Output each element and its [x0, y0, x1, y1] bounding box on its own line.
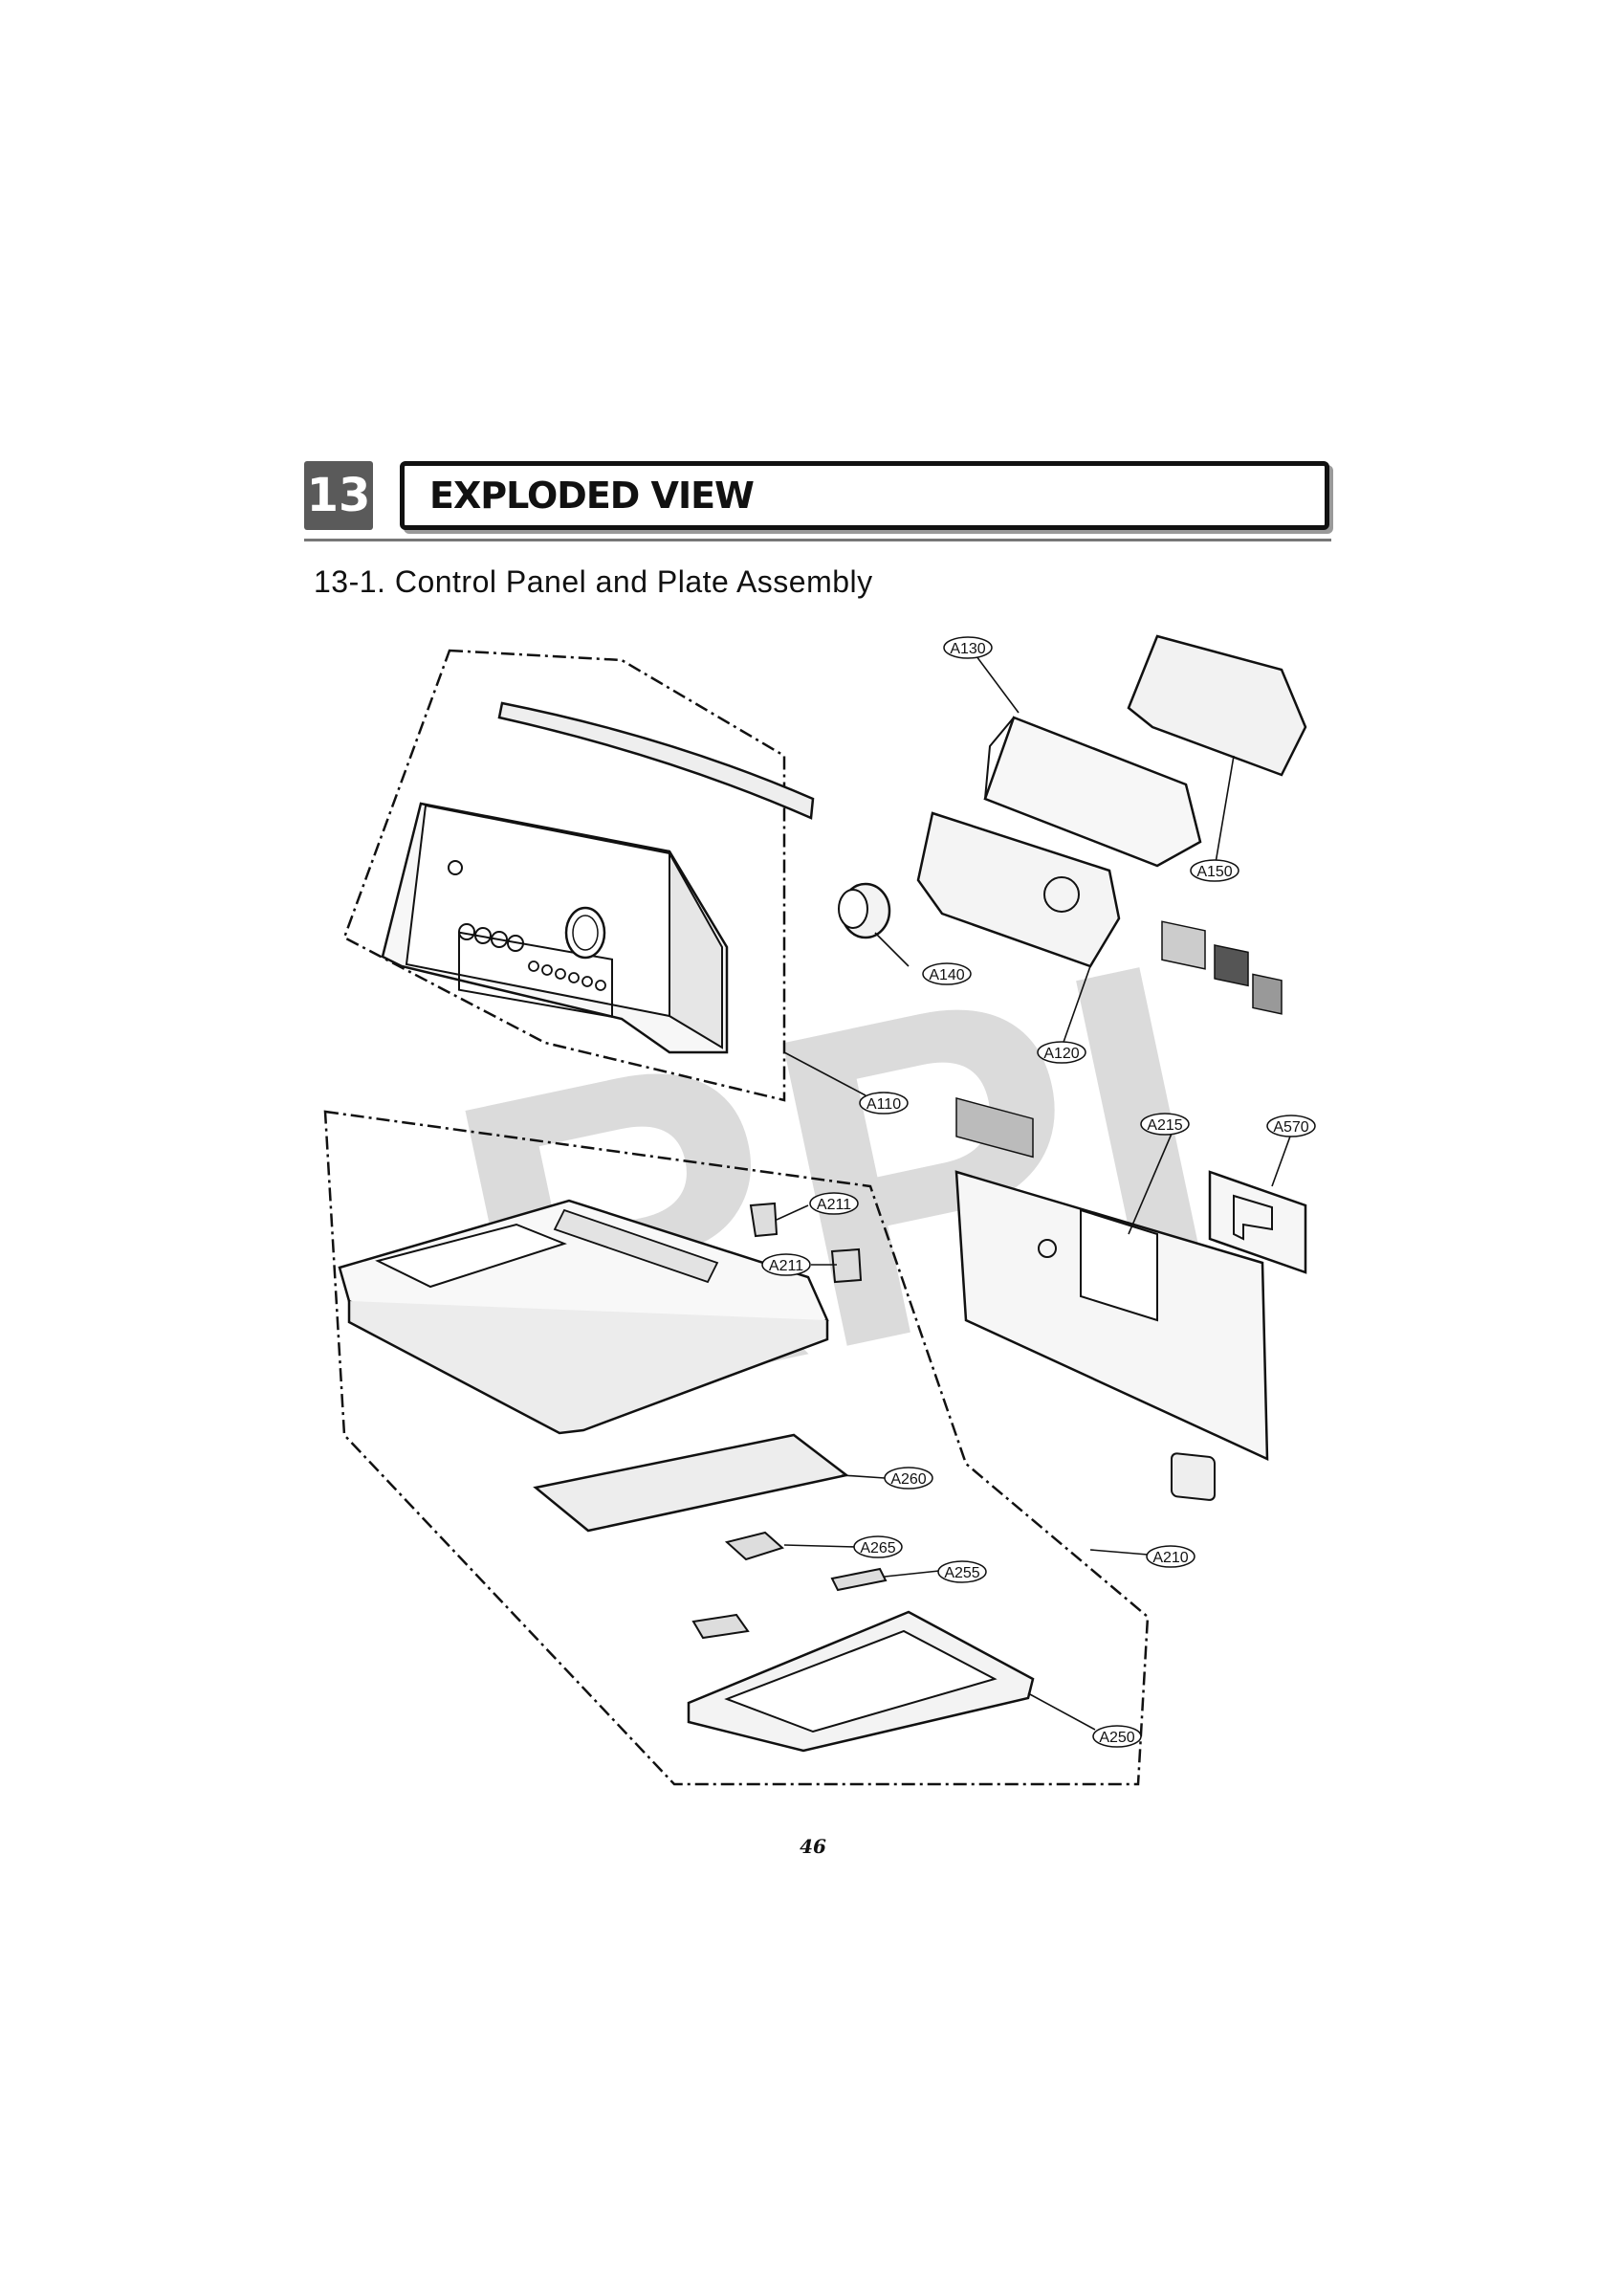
small-bracket	[691, 1613, 750, 1640]
callout-a260: A260	[884, 1467, 933, 1490]
rear-panel-a210	[954, 1170, 1269, 1501]
shaft-a255	[830, 1567, 888, 1592]
group-boundary-control-panel	[342, 649, 786, 1102]
dispenser-frame-a250	[687, 1610, 1035, 1753]
knob-a140	[838, 882, 891, 939]
callout-label: A130	[950, 641, 985, 657]
leader-lines	[776, 648, 1292, 1731]
deco-strip	[497, 701, 815, 820]
callout-label: A211	[769, 1258, 803, 1274]
callout-label: A570	[1273, 1119, 1308, 1136]
callout-label: A215	[1147, 1117, 1182, 1134]
header-rule	[304, 539, 1331, 541]
callout-label: A260	[890, 1471, 926, 1488]
callout-a130: A130	[943, 636, 993, 659]
callout-a150: A150	[1190, 859, 1239, 882]
control-panel-assembly	[381, 802, 729, 1054]
callout-label: A110	[866, 1096, 901, 1113]
callout-a250: A250	[1092, 1725, 1142, 1748]
latch-a265	[724, 1531, 784, 1561]
callout-label: A150	[1196, 864, 1232, 880]
group-boundary-top-plate	[323, 1110, 1150, 1786]
hinge-a211-bottom	[830, 1247, 863, 1284]
callout-a255: A255	[937, 1560, 987, 1583]
section-title: EXPLODED VIEW	[400, 461, 1329, 530]
callout-a110: A110	[859, 1092, 909, 1115]
callout-label: A140	[929, 967, 964, 983]
callout-label: A120	[1043, 1046, 1079, 1062]
callout-label: A265	[860, 1540, 895, 1556]
callout-a215: A215	[1140, 1113, 1190, 1136]
callout-label: A250	[1099, 1730, 1134, 1746]
callout-label: A255	[944, 1565, 979, 1581]
callout-a120: A120	[1037, 1041, 1086, 1064]
pcb-cover-a150	[1127, 634, 1307, 1015]
callout-a265: A265	[853, 1535, 903, 1558]
callout-label: A210	[1152, 1550, 1188, 1566]
subsection-title: 13-1. Control Panel and Plate Assembly	[314, 564, 873, 599]
main-pcb-a120	[916, 811, 1121, 1159]
callout-label: A211	[817, 1197, 851, 1213]
page-number: 46	[800, 1835, 826, 1858]
top-plate	[338, 1199, 829, 1435]
callout-a140: A140	[922, 962, 972, 985]
callout-a210: A210	[1146, 1545, 1195, 1568]
section-number-badge: 13	[304, 461, 373, 530]
callout-a211-bottom: A211	[761, 1253, 811, 1276]
callout-a211-top: A211	[809, 1192, 859, 1215]
pcb-housing-a130	[983, 716, 1202, 868]
bracket-a570	[1208, 1170, 1307, 1274]
callout-a570: A570	[1266, 1115, 1316, 1137]
hinge-a211-top	[749, 1202, 779, 1238]
